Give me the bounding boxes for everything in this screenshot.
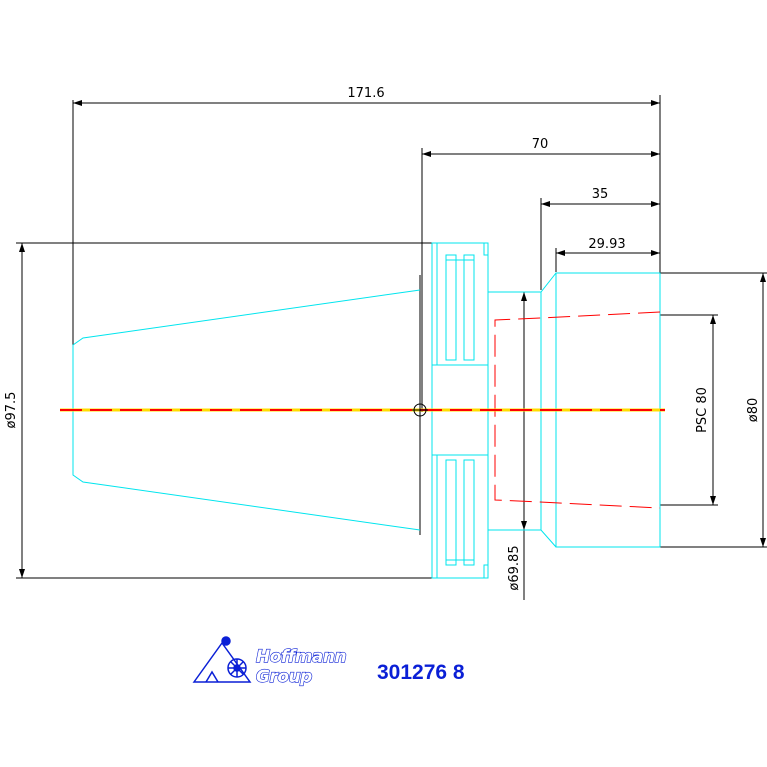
logo-line2: Group	[256, 667, 312, 687]
dimension-lines	[16, 95, 767, 600]
neck-diameter-label: ø69.85	[507, 545, 522, 590]
hoffmann-logo-icon	[192, 636, 252, 683]
arrowheads	[19, 100, 766, 578]
flange-diameter-label: ø97.5	[4, 392, 19, 429]
coupling-size-label: PSC 80	[695, 387, 710, 433]
overall-length-label: 171.6	[347, 86, 384, 101]
coupling-diameter-label: ø80	[746, 398, 761, 423]
part-number: 301276 8	[377, 661, 465, 684]
shank-length-label: 35	[592, 187, 609, 202]
flange-length-label: 70	[532, 137, 549, 152]
gauge-point-icon	[412, 402, 428, 418]
logo-line1: Hoffmann	[256, 647, 346, 667]
coupling-length-label: 29.93	[588, 237, 625, 252]
